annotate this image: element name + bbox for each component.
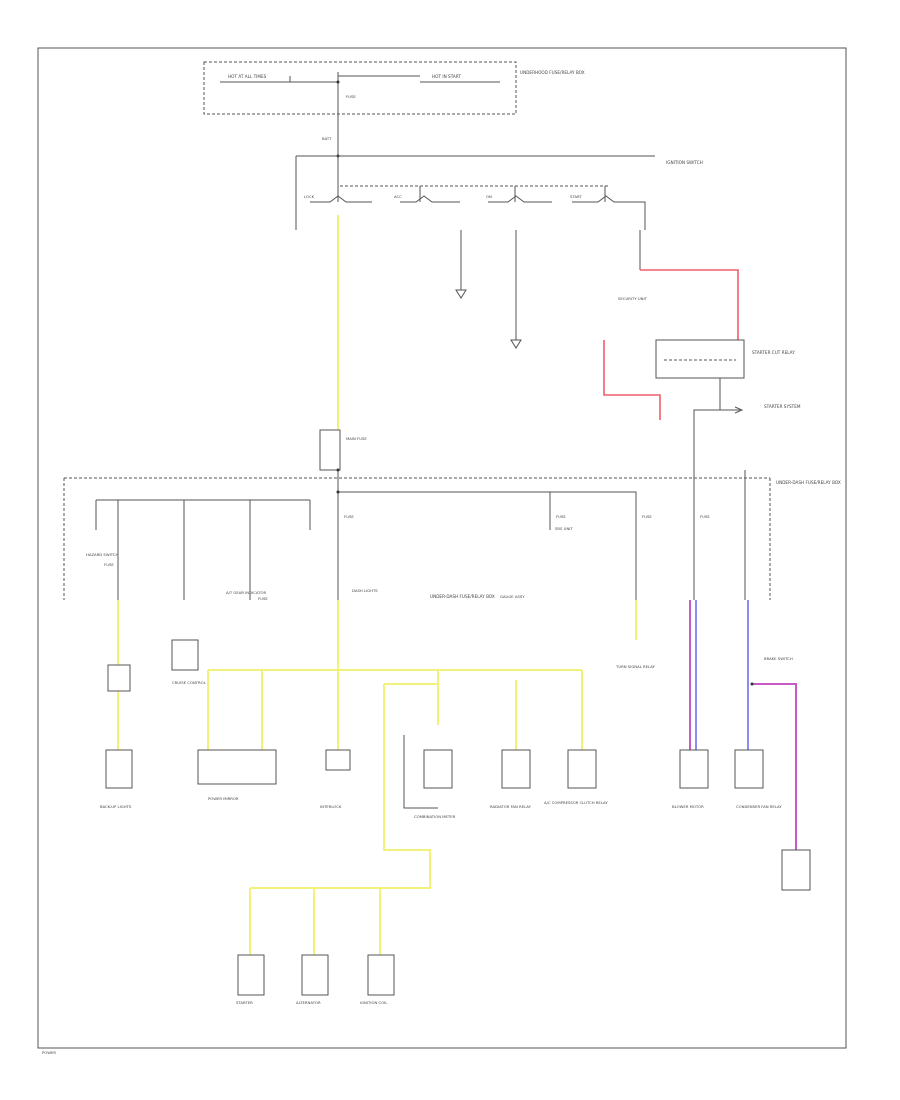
underdash-title: UNDER-DASH FUSE/RELAY BOX (430, 594, 495, 599)
header-center-label: FUSE (346, 94, 356, 99)
batt-label: BATT (322, 136, 332, 141)
row1-label-2: CRUISE CONTROL (172, 680, 207, 685)
row1-label-1: HAZARD SWITCH (86, 552, 118, 557)
diagram-border (37, 47, 847, 1049)
load-extra-relay (781, 849, 811, 891)
row2-label-4: A/C COMPRESSOR CLUTCH RELAY (544, 800, 608, 805)
underdash-side: UNDER-DASH FUSE/RELAY BOX (776, 480, 841, 485)
row1-label-8: SRS UNIT (555, 526, 573, 531)
ign-pos-acc: ACC (394, 194, 402, 199)
row2-label-1: BACK-UP LIGHTS (100, 804, 132, 809)
underdash-fuse-5: FUSE (700, 514, 710, 519)
load-hazard (107, 664, 131, 692)
row1-label-6: TURN SIGNAL RELAY (615, 664, 656, 669)
ign-pos-lock: LOCK (304, 194, 315, 199)
load-interlock (325, 749, 351, 771)
row2-label-2: POWER MIRROR (208, 796, 239, 801)
underdash-fuse-2: FUSE (344, 514, 354, 519)
underhood-fuse-box (203, 61, 517, 115)
load-starter (237, 954, 265, 996)
header-side-label: UNDERHOOD FUSE/RELAY BOX (520, 70, 585, 75)
row2-label-3: INTERLOCK (320, 804, 342, 809)
underdash-fuse-1: FUSE (104, 562, 114, 567)
load-ac-relay (423, 749, 453, 789)
underdash-fuse-6: FUSE (258, 596, 268, 601)
starter-system-label: STARTER SYSTEM (764, 404, 801, 409)
load-power-mirror (197, 749, 277, 785)
row2-label-7: CONDENSER FAN RELAY (736, 804, 782, 809)
main-fuse-label: MAIN FUSE (346, 436, 367, 441)
load-condenser (567, 749, 597, 789)
row1-label-4: DASH LIGHTS (352, 588, 378, 593)
header-right-label: HOT IN START (432, 74, 461, 79)
row3-label-3: IGNITION COIL (360, 1000, 388, 1005)
starter-cut-relay-label: STARTER CUT RELAY (752, 350, 795, 355)
row1-label-7: BRAKE SWITCH (764, 656, 793, 661)
load-srs (734, 749, 764, 789)
row3-label-2: ALTERNATOR (296, 1000, 321, 1005)
ign-pos-on: ON (486, 194, 492, 199)
footer-id: POWER (42, 1050, 56, 1055)
starter-cut-relay (655, 339, 745, 379)
load-cruise (171, 639, 199, 671)
load-backup (105, 749, 133, 789)
row1-label-3: A/T GEAR INDICATOR (226, 590, 266, 595)
header-left-label: HOT AT ALL TIMES (228, 74, 267, 79)
row1-label-5: GAUGE ASSY (500, 594, 525, 599)
ign-pos-start: START (570, 194, 582, 199)
security-unit-label: SECURITY UNIT (618, 296, 648, 301)
main-fuse (319, 429, 341, 471)
row3-label-1: STARTER (236, 1000, 253, 1005)
row2-label-6: RADIATOR FAN RELAY (490, 804, 532, 809)
ignition-title: IGNITION SWITCH (666, 160, 703, 165)
row2-label-8: BLOWER MOTOR (672, 804, 704, 809)
underdash-fuse-3: FUSE (556, 514, 566, 519)
underdash-fuse-4: FUSE (642, 514, 652, 519)
load-radiator (501, 749, 531, 789)
load-alternator (301, 954, 329, 996)
row2-label-5: COMBINATION METER (414, 814, 456, 819)
load-ignition-coil (367, 954, 395, 996)
load-blower (679, 749, 709, 789)
